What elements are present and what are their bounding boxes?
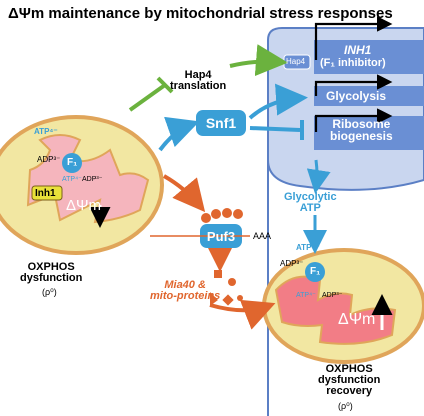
mia40-label: Mia40 & mito-proteins: [150, 279, 221, 302]
mito-protein-shapes: [210, 270, 243, 306]
nucleus: [267, 16, 424, 416]
left-f1-icon: [62, 153, 82, 173]
arrow-orange-puf3: [163, 174, 206, 213]
right-f1-icon: [305, 262, 325, 282]
gene-bar-ribosome: [314, 116, 424, 150]
aaa-label: AAA: [253, 231, 272, 241]
right-atp-label: ATP⁴⁻: [296, 243, 320, 252]
gene-glycolysis-label: Glycolysis: [326, 89, 387, 103]
left-inh1-label: Inh1: [35, 188, 56, 199]
snf1-label: Snf1: [205, 115, 237, 131]
arrow-orange-right: [209, 299, 276, 330]
left-atp-label: ATP⁴⁻: [34, 127, 58, 136]
arrow-blue-glycolysis: [248, 83, 308, 120]
right-caption: OXPHOS dysfunction recovery: [318, 363, 381, 397]
right-f1-label: F₁: [310, 266, 321, 277]
right-delta-label: ΔΨm: [338, 311, 376, 328]
left-adp-in-label: ADP³⁻: [82, 176, 103, 183]
snf1-box: [196, 110, 246, 136]
left-caption: OXPHOS dysfunction: [20, 261, 83, 284]
left-f1-label: F₁: [67, 157, 78, 168]
right-adp-in-label: ADP³⁻: [322, 292, 343, 299]
hap4-translation-label: Hap4 translation: [170, 69, 227, 92]
glycolytic-atp-label: Glycolytic ATP: [284, 191, 337, 214]
puf3-mrna-beads: [201, 208, 243, 223]
arrow-green-hap4: [229, 44, 288, 77]
right-rho-label: (ρ⁰): [338, 401, 353, 411]
gene-bar-glycolysis: [314, 86, 424, 106]
left-mitochondrion: [0, 115, 164, 255]
left-inh1-box: [31, 185, 63, 201]
puf3-label: Puf3: [206, 228, 236, 244]
left-adp-label: ADP³⁻: [37, 155, 61, 164]
right-mitochondrion: [262, 248, 424, 364]
arrow-green-inhibit: [128, 83, 167, 112]
gene-bar-inh1: [314, 40, 424, 74]
right-adp-label: ADP³⁻: [280, 259, 304, 268]
left-atp-in-label: ATP⁴⁻: [62, 176, 82, 183]
arrow-blue-snf1: [158, 116, 200, 152]
hap4-small-label: Hap4: [286, 57, 306, 66]
right-atp-in-label: ATP⁴⁻: [296, 292, 316, 299]
left-rho-label: (ρ⁰): [42, 287, 57, 297]
left-delta-label: ΔΨm: [66, 197, 102, 214]
page-title: ΔΨm maintenance by mitochondrial stress …: [8, 5, 393, 22]
gene-inh1-sub-label: (F₁ inhibitor): [320, 57, 386, 69]
gene-ribosome-label: Ribosome biogenesis: [330, 117, 393, 143]
arrow-blue-glycolytic: [306, 159, 331, 194]
gene-inh1-label: INH1: [344, 43, 372, 57]
arrow-blue-ribosome: [249, 126, 301, 132]
